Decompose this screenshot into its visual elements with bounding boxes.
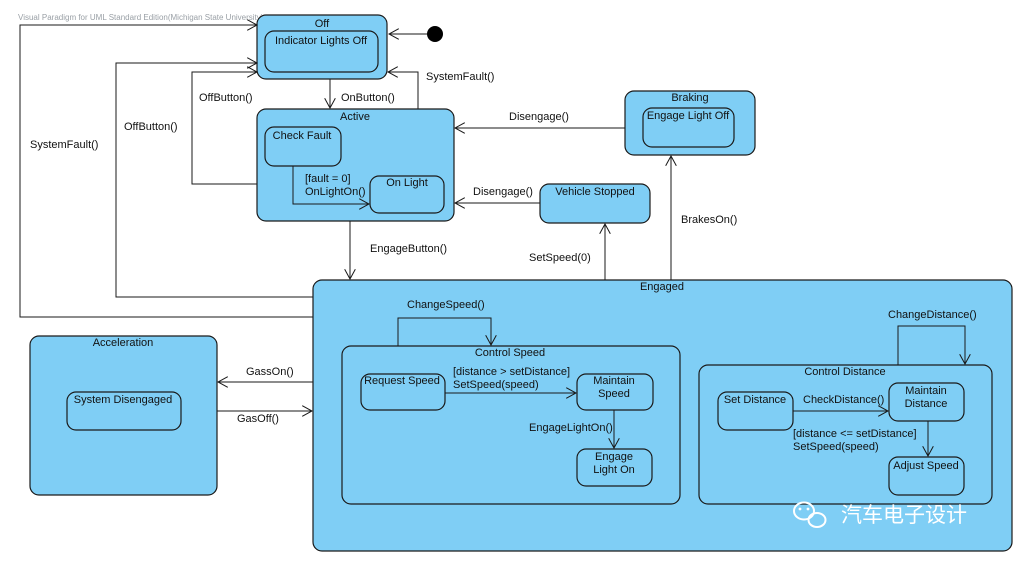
label-offbutton-active: OffButton(): [199, 92, 253, 104]
edge-changedistance: [897, 325, 965, 365]
edge-offbutton-active: [191, 72, 257, 185]
label-distance-guard2-l1: [distance <= setDistance]: [793, 428, 917, 440]
state-vehicle-stopped[interactable]: Vehicle Stopped: [539, 183, 651, 224]
logo-text: 汽车电子设计: [841, 503, 967, 527]
state-maintain-speed-l2: Speed: [598, 388, 630, 400]
label-brakeson: BrakesOn(): [681, 214, 737, 226]
state-braking-title: Braking: [671, 92, 708, 104]
state-off-title: Off: [315, 18, 330, 30]
edge-systemfault-engaged: [19, 25, 313, 318]
watermark: Visual Paradigm for UML Standard Edition…: [18, 13, 264, 22]
label-onbutton: OnButton(): [341, 92, 395, 104]
state-on-light: On Light: [386, 177, 428, 189]
state-request-speed: Request Speed: [364, 375, 440, 387]
state-acceleration-title: Acceleration: [93, 337, 154, 349]
state-set-distance: Set Distance: [724, 394, 786, 406]
label-offbutton-engaged: OffButton(): [124, 121, 178, 133]
state-adjust-speed: Adjust Speed: [893, 460, 958, 472]
label-engagelighton: EngageLightOn(): [529, 422, 613, 434]
label-gasoff: GasOff(): [237, 413, 279, 425]
state-system-disengaged: System Disengaged: [74, 394, 172, 406]
state-control-speed-title: Control Speed: [475, 347, 545, 359]
state-maintain-distance-l1: Maintain: [905, 385, 947, 397]
edge-checkfault-onlight: [292, 166, 369, 204]
label-systemfault-active: SystemFault(): [426, 71, 494, 83]
edge-systemfault-active: [388, 72, 419, 109]
label-fault-guard-l2: OnLightOn(): [305, 186, 366, 198]
edge-changespeed: [397, 317, 491, 346]
state-control-distance[interactable]: Control Distance Set Distance Maintain D…: [698, 364, 993, 505]
label-fault-guard-l1: [fault = 0]: [305, 173, 351, 185]
state-active-title: Active: [340, 111, 370, 123]
state-engage-light-on-l1: Engage: [595, 451, 633, 463]
state-control-speed[interactable]: Control Speed Request Speed Maintain Spe…: [341, 345, 681, 505]
label-disengage-braking: Disengage(): [509, 111, 569, 123]
label-distance-guard-l1: [distance > setDistance]: [453, 366, 570, 378]
state-engaged[interactable]: Engaged Control Speed Request Speed Main…: [312, 279, 1013, 552]
label-setspeed-zero: SetSpeed(0): [529, 252, 591, 264]
state-control-distance-title: Control Distance: [804, 366, 885, 378]
state-engage-light-on-l2: Light On: [593, 464, 635, 476]
state-maintain-distance-l2: Distance: [905, 398, 948, 410]
state-acceleration[interactable]: Acceleration System Disengaged: [29, 335, 218, 496]
label-gasson: GassOn(): [246, 366, 294, 378]
wechat-icon: [793, 501, 827, 528]
state-engage-light-off: Engage Light Off: [647, 110, 730, 122]
label-checkdistance: CheckDistance(): [803, 394, 884, 406]
state-active[interactable]: Active Check Fault On Light: [256, 108, 455, 222]
state-engaged-title: Engaged: [640, 281, 684, 293]
state-braking[interactable]: Braking Engage Light Off: [624, 90, 756, 156]
state-indicator-lights-off: Indicator Lights Off: [275, 35, 368, 47]
state-vehicle-stopped-label: Vehicle Stopped: [555, 186, 635, 198]
state-maintain-speed-l1: Maintain: [593, 375, 635, 387]
state-check-fault: Check Fault: [273, 130, 332, 142]
label-changespeed: ChangeSpeed(): [407, 299, 485, 311]
label-distance-guard-l2: SetSpeed(speed): [453, 379, 539, 391]
initial-state: [427, 26, 443, 42]
label-disengage-stopped: Disengage(): [473, 186, 533, 198]
label-changedistance: ChangeDistance(): [888, 309, 977, 321]
label-engagebutton: EngageButton(): [370, 243, 447, 255]
label-systemfault-engaged: SystemFault(): [30, 139, 98, 151]
label-distance-guard2-l2: SetSpeed(speed): [793, 441, 879, 453]
state-off[interactable]: Off Indicator Lights Off: [256, 14, 388, 80]
edge-offbutton-engaged: [115, 63, 313, 298]
